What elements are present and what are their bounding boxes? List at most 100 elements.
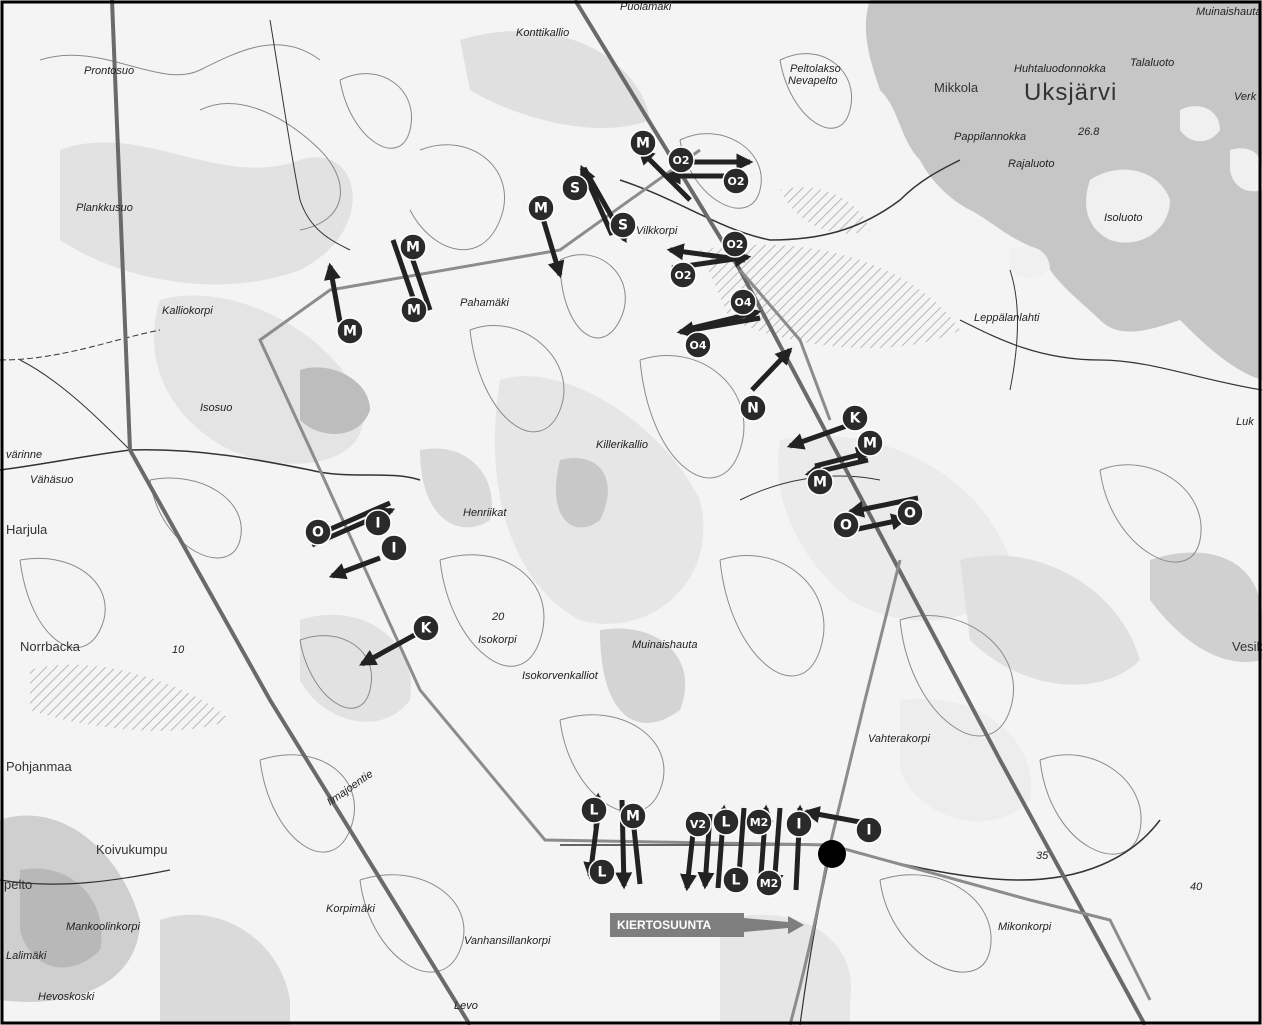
place-name: 10: [172, 644, 185, 656]
marker-label: I: [796, 817, 801, 833]
marker-circle: [399, 233, 427, 261]
place-name: Muinaishauta: [632, 639, 697, 651]
marker-label: I: [375, 516, 380, 532]
marker-circle: [588, 858, 616, 886]
place-name: Harjula: [6, 522, 48, 537]
marker-circle: [580, 796, 608, 824]
marker-label: K: [850, 411, 862, 427]
place-name: Lalimäki: [6, 950, 47, 962]
place-name: Koivukumpu: [96, 842, 168, 857]
route-arrow: [579, 164, 615, 237]
place-name: 26.8: [1077, 126, 1100, 138]
place-name: Killerikallio: [596, 439, 648, 451]
marker-circle: [722, 167, 750, 195]
marker-label: M: [343, 324, 357, 340]
marker-circle: [722, 866, 750, 894]
marker-circle: [336, 317, 364, 345]
place-name: Huhtaluodonnokka: [1014, 63, 1106, 75]
lake-uksjarvi: [865, 0, 1262, 380]
marker-label: M: [626, 809, 640, 825]
start-finish-point: [818, 840, 846, 868]
marker-label: O4: [689, 339, 706, 352]
route-arrow: [802, 806, 861, 825]
marker-circle: [304, 518, 332, 546]
route-arrow: [786, 421, 853, 450]
place-name: Isosuo: [200, 402, 232, 414]
marker-circle: [561, 174, 589, 202]
marker-label: L: [598, 865, 607, 881]
kiertosuunta-sign: KIERTOSUUNTA: [610, 913, 804, 937]
marker-circle: [729, 288, 757, 316]
place-name: Vanhansillankorpi: [464, 935, 551, 947]
place-name: Plankkusuo: [76, 202, 133, 214]
marker-circle: [629, 129, 657, 157]
marker-circle: [619, 802, 647, 830]
marker-label: M: [406, 240, 420, 256]
power-lines: [110, 0, 1147, 1025]
place-name: Nevapelto: [788, 75, 838, 87]
place-name: 35: [1036, 850, 1049, 862]
place-name: Mikkola: [934, 80, 979, 95]
place-name: Muinaishauta: [1196, 6, 1261, 18]
place-name: Vilkkorpi: [636, 225, 678, 237]
marker-label: I: [866, 823, 871, 839]
place-name: Luk: [1236, 416, 1254, 428]
place-names: Konttikallio Puolamäki Peltolakso Nevape…: [4, 1, 1262, 1012]
marker-circle: [896, 499, 924, 527]
marker-circle: [855, 816, 883, 844]
place-name: Isoluoto: [1104, 212, 1143, 224]
place-name: Puolamäki: [620, 1, 672, 13]
marker-circle: [745, 808, 773, 836]
place-name: Rajaluoto: [1008, 158, 1054, 170]
place-name: Norrbacka: [20, 639, 81, 654]
marker-circle: [667, 146, 695, 174]
marker-label: O2: [726, 238, 743, 251]
marker-circle: [785, 810, 813, 838]
place-name: pelto: [4, 877, 32, 892]
marker-label: N: [747, 401, 759, 417]
marker-circle: [684, 810, 712, 838]
place-name: Peltolakso: [790, 63, 841, 75]
marker-circle: [806, 468, 834, 496]
marker-label: M: [534, 201, 548, 217]
marker-label: O2: [727, 175, 744, 188]
marker-label: I: [391, 541, 396, 557]
marker-label: S: [570, 181, 580, 197]
marker-label: O: [840, 518, 852, 534]
place-name: Kalliokorpi: [162, 305, 213, 317]
place-name: Pappilannokka: [954, 131, 1026, 143]
marker-circle: [364, 509, 392, 537]
place-name: Verk: [1234, 91, 1257, 103]
route-arrow: [324, 262, 343, 323]
marker-circle: [669, 261, 697, 289]
place-name: 20: [491, 611, 505, 623]
marker-label: O: [904, 506, 916, 522]
place-name: Prontosuo: [84, 65, 134, 77]
place-name: Isokorvenkalliot: [522, 670, 599, 682]
marker-label: M2: [760, 877, 779, 890]
place-name: Levo: [454, 1000, 478, 1012]
place-name: Korpimäki: [326, 903, 375, 915]
marker-label: L: [732, 873, 741, 889]
marker-label: K: [421, 621, 433, 637]
place-name: Vähäsuo: [30, 474, 73, 486]
marker-circle: [856, 429, 884, 457]
marker-label: M: [636, 136, 650, 152]
route-arrow: [538, 211, 565, 279]
marker-circle: [721, 230, 749, 258]
route-arrow: [814, 447, 874, 469]
marker-circle: [412, 614, 440, 642]
place-name: Talaluoto: [1130, 57, 1174, 69]
place-name: värinne: [6, 449, 42, 461]
marker-circle: [684, 331, 712, 359]
marker-circle: [841, 404, 869, 432]
place-name: Konttikallio: [516, 27, 569, 39]
marker-circle: [832, 511, 860, 539]
marker-label: M: [813, 475, 827, 491]
marker-label: O4: [734, 296, 751, 309]
marker-circle: [400, 296, 428, 324]
kiertosuunta-label: KIERTOSUUNTA: [617, 918, 712, 932]
